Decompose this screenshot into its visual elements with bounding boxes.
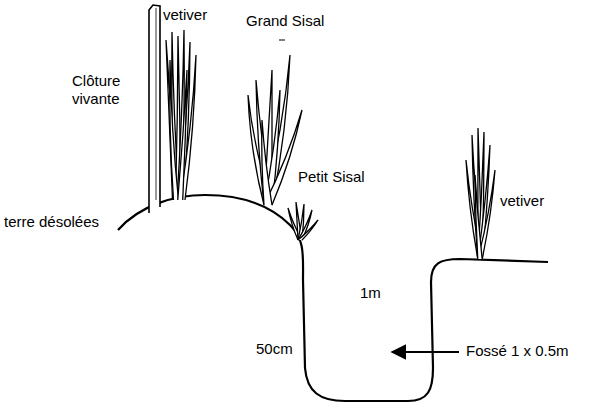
label-text: Fossé 1 x 0.5m [466,342,569,360]
plant-blade [475,175,482,259]
plant-blade [170,60,179,200]
dash-mark [279,40,285,41]
label-text: Clôture vivante [72,72,144,108]
label-text: vetiver [163,6,207,24]
plant-blade [178,70,187,200]
label-text: Petit Sisal [298,168,365,186]
plant-blade [298,220,318,240]
pointer-arrow [392,351,459,353]
label-text: terre désolées [4,213,99,231]
plant-blade [262,120,272,205]
label-text: 50cm [256,340,293,358]
fence-post [149,5,160,213]
label-text: Grand Sisal [246,12,324,30]
label-text: 1m [360,284,381,302]
fence-post-line [156,8,157,200]
plants [166,30,495,259]
label-text: vetiver [500,192,544,210]
